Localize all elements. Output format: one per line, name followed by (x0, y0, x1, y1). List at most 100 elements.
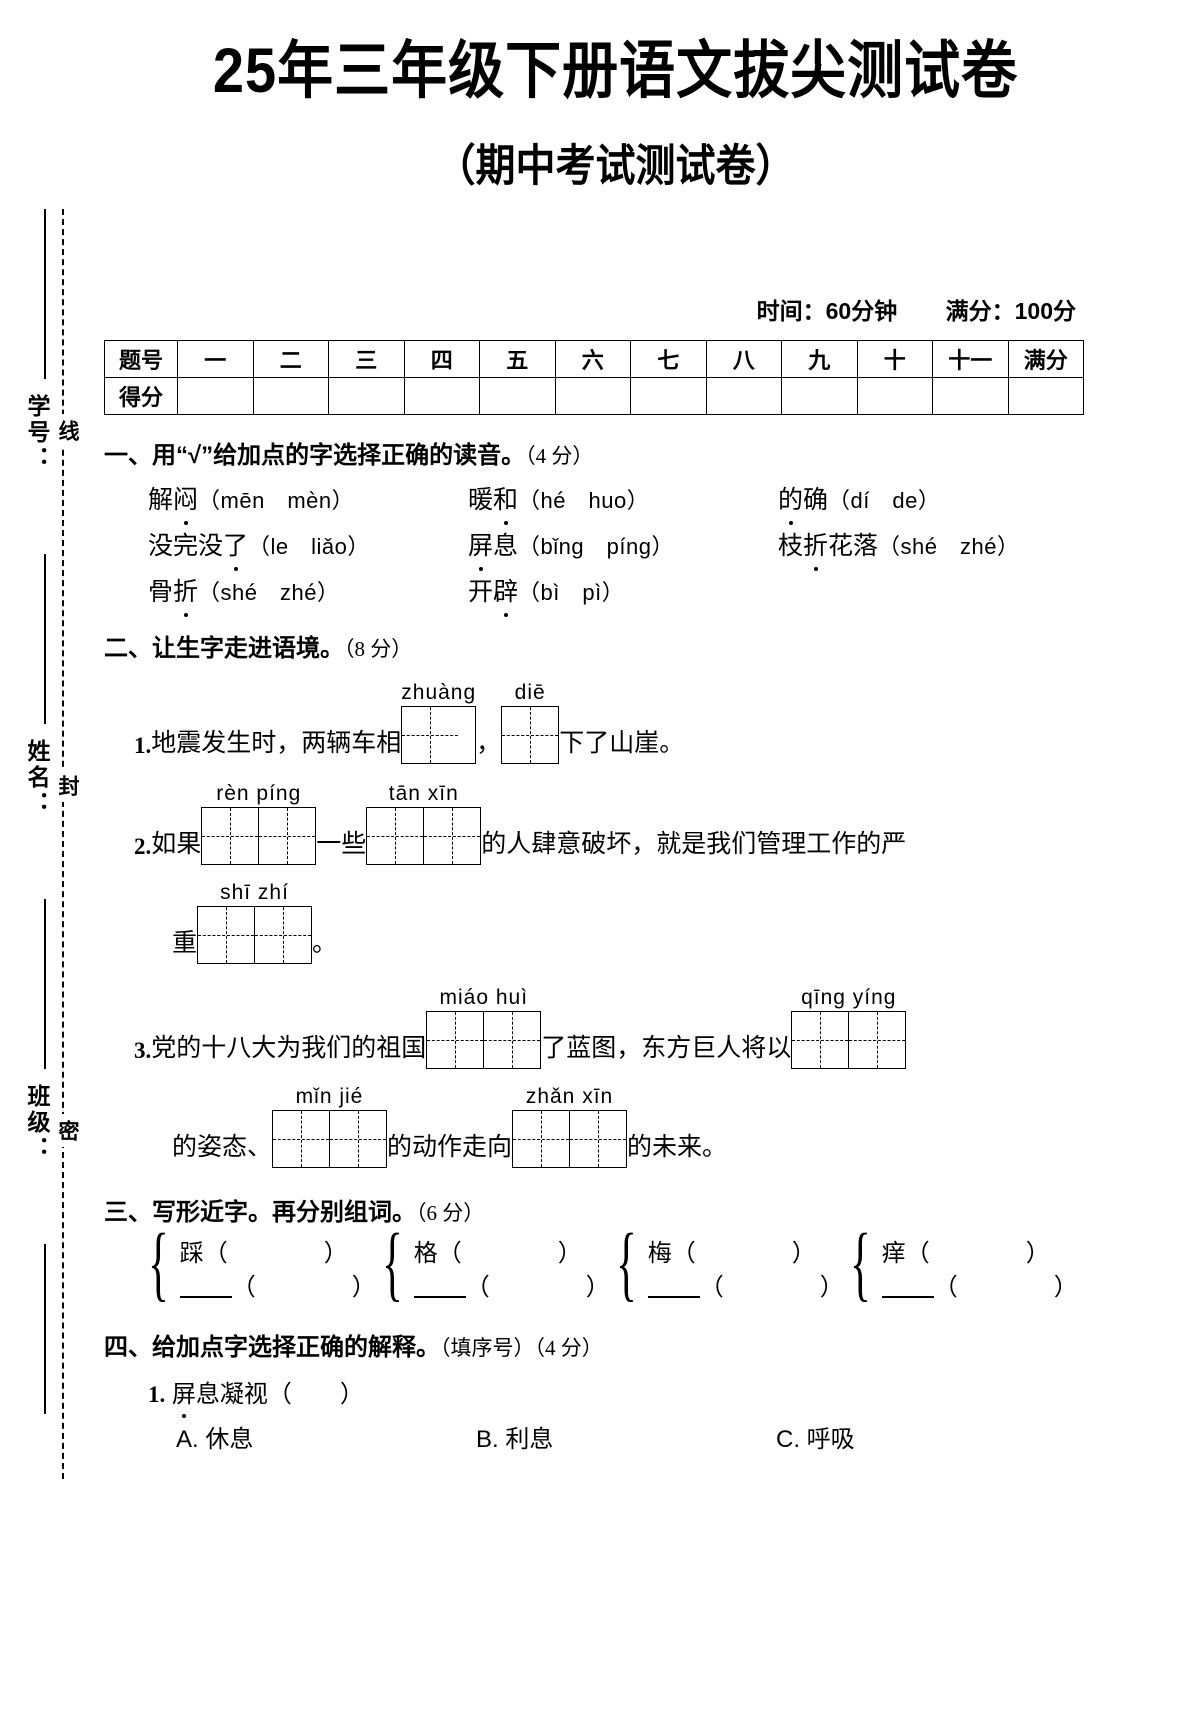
pinyin-zhanxin: zhǎn xīn (525, 1085, 614, 1108)
option-b[interactable]: B. 利息 (476, 1426, 554, 1453)
score-cell-9[interactable] (781, 377, 858, 415)
group-1-blank[interactable] (179, 1272, 232, 1298)
group-4-bottom-paren: （ ） (933, 1274, 1078, 1301)
col-6: 六 (554, 340, 631, 378)
pinyin-choice-kaipi[interactable]: 开辟（bì pì） (468, 572, 778, 617)
section-1-row-3: 骨折（shé zhé） 开辟（bì pì） (148, 572, 1084, 617)
tianzige-zhanxin[interactable]: zhǎn xīn (512, 1081, 628, 1168)
score-cell-1[interactable] (177, 377, 254, 415)
group-2-top-paren: （ ） (437, 1240, 582, 1267)
item-2-text-a: 如果 (151, 830, 202, 858)
rule-line-1 (44, 209, 46, 379)
pinyin-choice-jiemen[interactable]: 解闷（mēn mèn） (148, 480, 468, 525)
tianzige-miaohui[interactable]: miáo huì (426, 982, 542, 1069)
rule-line-4 (44, 1244, 46, 1414)
item-2-text-e: 。 (312, 929, 338, 957)
group-4-bottom[interactable]: （ ） (881, 1271, 1078, 1305)
group-3-bottom[interactable]: （ ） (647, 1271, 844, 1305)
pinyin-zhuang: zhuàng (401, 681, 477, 704)
rule-line-3 (44, 899, 46, 1069)
pinyin-choice-guzhe[interactable]: 骨折（shé zhé） (148, 572, 468, 617)
col-1: 一 (177, 340, 254, 378)
group-1-bottom[interactable]: （ ） (179, 1271, 376, 1305)
brace-icon: { (850, 1218, 871, 1311)
tianzige-shizhi[interactable]: shī zhí (197, 877, 313, 964)
brace-icon: { (616, 1218, 637, 1311)
group-3-top-paren: （ ） (671, 1240, 816, 1267)
option-c[interactable]: C. 呼吸 (776, 1426, 855, 1453)
section-heading-4: 四、给加点字选择正确的解释。（填序号）（4 分） (104, 1327, 1084, 1362)
group-4-blank[interactable] (881, 1272, 934, 1298)
page-title: 25年三年级下册语文拔尖测试卷 (212, 35, 1019, 106)
score-table: 题号 一 二 三 四 五 六 七 八 九 十 十一 满分 得分 (104, 340, 1084, 415)
section-4-question-1: 1. 屏息凝视（ ） (148, 1374, 1084, 1418)
pinyin-choice-nuanhe[interactable]: 暖和（hé huo） (468, 480, 778, 525)
col-4: 四 (403, 340, 480, 378)
group-1-top[interactable]: 踩（ ） (180, 1237, 376, 1271)
score-cell-7[interactable] (630, 377, 707, 415)
score-cell-2[interactable] (252, 377, 329, 415)
pinyin-choice-meiwanmeiliao[interactable]: 没完没了（le liǎo） (148, 526, 468, 571)
tianzige-die[interactable]: diē (501, 677, 560, 764)
score-cell-5[interactable] (479, 377, 556, 415)
xingjinzi-group-mei: { 梅（ ） （ ） (616, 1222, 850, 1306)
seal-char-xian: 线 (52, 414, 82, 447)
group-2-top[interactable]: 格（ ） (414, 1237, 610, 1271)
pinyin-minjie: mǐn jié (295, 1085, 364, 1108)
pinyin-choice-bingxi[interactable]: 屏息（bǐng píng） (468, 526, 778, 571)
section-4-options: A. 休息 B. 利息 C. 呼吸 (176, 1419, 1084, 1454)
brace-icon: { (382, 1218, 403, 1311)
group-3-top[interactable]: 梅（ ） (648, 1237, 844, 1271)
col-9: 九 (781, 340, 858, 378)
group-3-blank[interactable] (647, 1272, 700, 1298)
item-2-text-c: 的人肆意破坏，就是我们管理工作的严 (481, 830, 907, 858)
score-cell-total[interactable] (1007, 377, 1084, 415)
option-a[interactable]: A. 休息 (176, 1426, 254, 1453)
item-1-text-a: 地震发生时，两辆车相 (151, 729, 402, 757)
rule-line-2 (44, 554, 46, 724)
tianzige-tanxin[interactable]: tān xīn (366, 778, 482, 865)
score-cell-6[interactable] (554, 377, 631, 415)
tianzige-renping[interactable]: rèn píng (201, 778, 317, 865)
item-3-text-c: 的姿态、 (172, 1133, 273, 1161)
group-4-top[interactable]: 痒（ ） (882, 1237, 1078, 1271)
tianzige-zhuang[interactable]: zhuàng (401, 677, 477, 764)
table-row-question-numbers: 题号 一 二 三 四 五 六 七 八 九 十 十一 满分 (104, 340, 1084, 378)
col-7: 七 (630, 340, 707, 378)
score-cell-8[interactable] (705, 377, 782, 415)
group-4-top-paren: （ ） (905, 1240, 1050, 1267)
item-number-2: 2. (134, 834, 152, 859)
item-number-3: 3. (134, 1038, 152, 1063)
score-cell-10[interactable] (856, 377, 933, 415)
section-3-title: 三、写形近字。再分别组词。 (104, 1199, 416, 1226)
score-cell-11[interactable] (932, 377, 1009, 415)
group-2-bottom[interactable]: （ ） (413, 1271, 610, 1305)
score-cell-3[interactable] (328, 377, 405, 415)
section-3-groups: { 踩（ ） （ ） { 格（ ） （ ） { 梅（ ） （ ） { (148, 1222, 1084, 1306)
brace-icon: { (148, 1218, 169, 1311)
field-name: 姓名： (24, 739, 50, 817)
group-3-char: 梅 (647, 1240, 672, 1267)
group-2-blank[interactable] (413, 1272, 466, 1298)
exam-meta: 时间：60分钟 满分：100分 (104, 292, 1084, 326)
pinyin-choice-zhishehualuo[interactable]: 枝折花落（shé zhé） (778, 526, 1020, 571)
group-1-bottom-paren: （ ） (231, 1274, 376, 1301)
section-4-title: 四、给加点字选择正确的解释。 (104, 1334, 440, 1361)
section-2-title: 二、让生字走进语境。 (104, 635, 344, 662)
item-2-text-b: 一些 (316, 830, 367, 858)
section-heading-2: 二、让生字走进语境。（8 分） (104, 628, 1084, 663)
section-1-title: 一、用“√”给加点的字选择正确的读音。 (104, 442, 526, 469)
col-10: 十 (856, 340, 933, 378)
section-4-points: （填序号）（4 分） (440, 1336, 603, 1360)
exam-full-score: 满分：100分 (945, 298, 1076, 324)
col-5: 五 (479, 340, 556, 378)
tianzige-qingying[interactable]: qīng yíng (791, 982, 907, 1069)
pinyin-choice-dique[interactable]: 的确（dí de） (778, 480, 940, 525)
tianzige-minjie[interactable]: mǐn jié (272, 1081, 388, 1168)
page-subtitle: （期中考试测试卷） (435, 142, 796, 191)
col-8: 八 (705, 340, 782, 378)
score-cell-4[interactable] (403, 377, 480, 415)
col-3: 三 (328, 340, 405, 378)
col-2: 二 (252, 340, 329, 378)
field-class: 班级： (24, 1084, 50, 1162)
